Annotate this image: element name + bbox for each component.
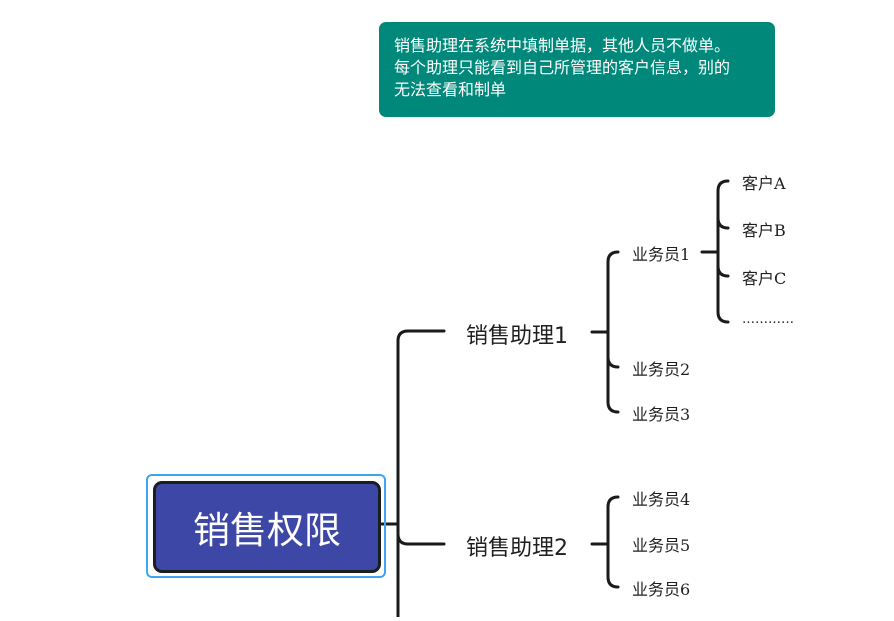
node-salesperson-2[interactable]: 业务员2 [632, 360, 691, 379]
node-customer-more[interactable]: ………… [742, 312, 794, 327]
connector-salesperson-1-bracket [716, 179, 730, 324]
node-salesperson-4[interactable]: 业务员4 [632, 490, 691, 509]
connector-assistant-2-bracket [606, 495, 620, 589]
root-node-selection[interactable]: 销售权限 [146, 474, 386, 578]
connector-to-assistant-2 [396, 532, 446, 546]
note-line-1: 销售助理在系统中填制单据，其他人员不做单。 [394, 36, 731, 55]
connector-assistant-1-bracket [606, 250, 620, 414]
note-line-2: 每个助理只能看到自己所管理的客户信息，别的 [394, 58, 731, 77]
root-node[interactable]: 销售权限 [153, 481, 381, 573]
node-customer-b[interactable]: 客户B [742, 221, 786, 240]
node-customer-a[interactable]: 客户A [742, 174, 786, 193]
node-salesperson-3[interactable]: 业务员3 [632, 405, 691, 424]
node-customer-c[interactable]: 客户C [742, 269, 787, 288]
node-salesperson-6[interactable]: 业务员6 [632, 580, 691, 599]
node-salesperson-5[interactable]: 业务员5 [632, 536, 691, 555]
connector-trunk-vertical [396, 329, 446, 619]
node-salesperson-1[interactable]: 业务员1 [632, 245, 691, 264]
note-callout: 销售助理在系统中填制单据，其他人员不做单。 每个助理只能看到自己所管理的客户信息… [379, 22, 775, 117]
node-sales-assistant-1[interactable]: 销售助理1 [466, 324, 568, 349]
note-line-3: 无法查看和制单 [394, 80, 507, 99]
node-sales-assistant-2[interactable]: 销售助理2 [466, 536, 568, 561]
